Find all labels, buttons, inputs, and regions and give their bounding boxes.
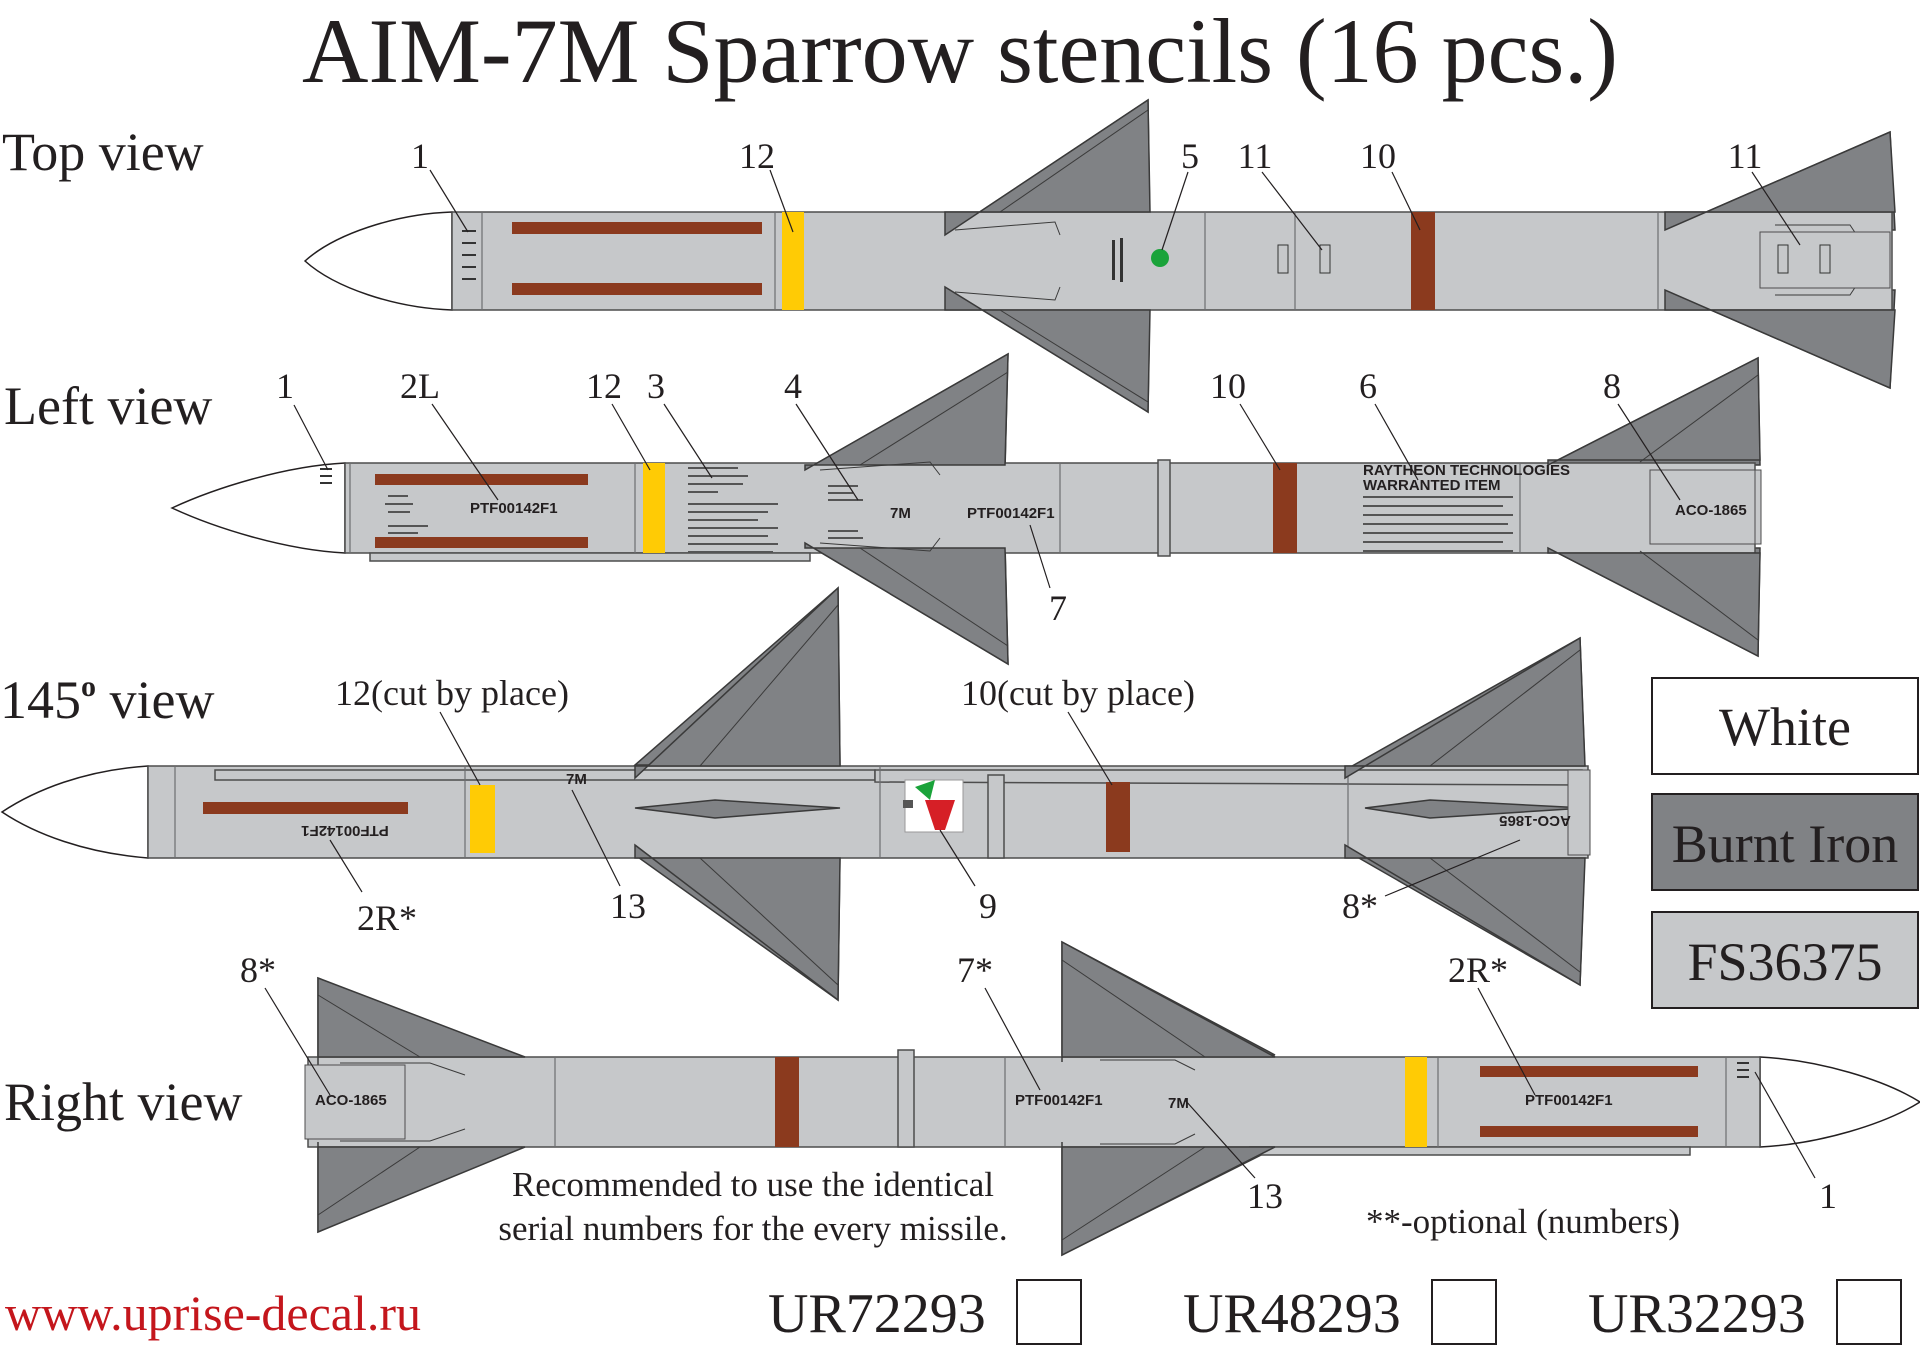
swatch-fs36375	[1651, 911, 1919, 1009]
website-link[interactable]: www.uprise-decal.ru	[5, 1285, 421, 1341]
sheet-title: AIM-7M Sparrow stencils (16 pcs.)	[302, 0, 1618, 102]
right-callout-8: 8*	[240, 950, 276, 990]
left-callout-12: 12	[586, 366, 622, 406]
left-warranted: WARRANTED ITEM	[1363, 477, 1501, 494]
145-callout-10: 10(cut by place)	[961, 673, 1195, 713]
right-fine-print	[1737, 1062, 1749, 1078]
note-recommend-line-1: Recommended to use the identical	[512, 1165, 994, 1204]
top-stencil-marks	[462, 230, 1831, 282]
left-serial-mid: PTF00142F1	[967, 505, 1055, 522]
top-band-upper	[512, 222, 762, 234]
145-serial-mirrored: PTF00142F1	[301, 822, 389, 839]
left-rail	[369, 552, 811, 562]
right-serial-mid: PTF00142F1	[1015, 1092, 1103, 1109]
note-optional: **-optional (numbers)	[1366, 1202, 1680, 1241]
145-aco-mirrored: ACO-1865	[1499, 812, 1571, 829]
right-view: Right view ACO-1865 PTF00142F1 7M	[4, 940, 1920, 1257]
left-brown-band	[1273, 463, 1297, 553]
swatch-burnt-iron-label: Burnt Iron	[1672, 814, 1898, 874]
left-callout-7: 7	[1049, 588, 1067, 628]
code-ur32293: UR32293	[1588, 1283, 1806, 1345]
right-nose	[1759, 1056, 1920, 1148]
145-callout-2R: 2R*	[357, 898, 417, 938]
checkbox-ur32293[interactable]	[1836, 1279, 1902, 1345]
right-brown-band	[775, 1057, 799, 1147]
right-callout-2R: 2R*	[1448, 950, 1508, 990]
145-view: 145o view PTF00142F1 ACO-1865 7M	[0, 586, 1591, 1002]
top-callout-12: 12	[739, 136, 775, 176]
top-nose	[303, 211, 453, 311]
right-view-label: Right view	[4, 1072, 243, 1132]
145-fwd-band	[203, 802, 408, 814]
top-callout-11b: 11	[1728, 136, 1763, 176]
145-nose	[0, 765, 149, 859]
left-callout-2L: 2L	[400, 366, 440, 406]
145-view-label: 145o view	[0, 670, 214, 730]
top-callout-1: 1	[411, 136, 429, 176]
swatch-white	[1651, 677, 1919, 775]
top-mid-fin-root-upper	[944, 98, 1151, 237]
left-fine-print	[320, 467, 1513, 553]
right-serial-fwd: PTF00142F1	[1525, 1092, 1613, 1109]
left-callout-8: 8	[1603, 366, 1621, 406]
left-serial-fwd: PTF00142F1	[470, 500, 558, 517]
top-brown-band	[1411, 212, 1435, 310]
left-yellow-band	[643, 463, 665, 553]
left-aco: ACO-1865	[1675, 502, 1747, 519]
left-callout-10: 10	[1210, 366, 1246, 406]
top-callout-10: 10	[1360, 136, 1396, 176]
left-callout-6: 6	[1359, 366, 1377, 406]
top-view-label: Top view	[2, 122, 204, 182]
left-view: Left view PTF00142F1 7M PTF00142F1	[4, 352, 1762, 666]
left-callout-3: 3	[647, 366, 665, 406]
left-nose	[170, 462, 346, 554]
right-rail	[1249, 1146, 1691, 1156]
top-callout-11a: 11	[1238, 136, 1273, 176]
code-ur48293: UR48293	[1183, 1283, 1401, 1345]
145-callout-9: 9	[979, 886, 997, 926]
checkbox-ur72293[interactable]	[1016, 1279, 1082, 1345]
145-callout-12: 12(cut by place)	[335, 673, 569, 713]
top-tail-fin-root-lower	[1664, 288, 1896, 390]
145-callout-8: 8*	[1342, 886, 1378, 926]
right-aco: ACO-1865	[315, 1092, 387, 1109]
color-legend: White Burnt Iron FS36375	[1651, 677, 1919, 1009]
right-callout-1: 1	[1819, 1176, 1837, 1216]
top-callout-5: 5	[1181, 136, 1199, 176]
top-tail-fin-root-upper	[1664, 130, 1896, 232]
left-callout-1: 1	[276, 366, 294, 406]
right-model: 7M	[1168, 1095, 1189, 1112]
right-yellow-band	[1405, 1057, 1427, 1147]
top-mid-fin-root-lower	[944, 285, 1151, 414]
swatch-white-label: White	[1719, 697, 1851, 757]
right-callout-13: 13	[1247, 1176, 1283, 1216]
code-ur72293: UR72293	[768, 1283, 986, 1345]
left-callout-4: 4	[784, 366, 802, 406]
145-callout-13: 13	[610, 886, 646, 926]
145-model: 7M	[566, 771, 587, 788]
left-view-label: Left view	[4, 376, 212, 436]
145-emblem-icon	[903, 779, 964, 833]
145-yellow-band	[470, 785, 495, 853]
note-recommend-line-2: serial numbers for the every missile.	[498, 1209, 1007, 1248]
top-green-dot	[1151, 249, 1169, 267]
top-band-lower	[512, 283, 762, 295]
top-yellow-band	[782, 212, 804, 310]
right-callout-7: 7*	[957, 950, 993, 990]
top-view: Top view	[2, 98, 1896, 414]
swatch-burnt-iron	[1651, 793, 1919, 891]
checkbox-ur48293[interactable]	[1431, 1279, 1497, 1345]
left-model: 7M	[890, 505, 911, 522]
swatch-fs36375-label: FS36375	[1687, 932, 1882, 992]
145-brown-band	[1106, 782, 1130, 852]
